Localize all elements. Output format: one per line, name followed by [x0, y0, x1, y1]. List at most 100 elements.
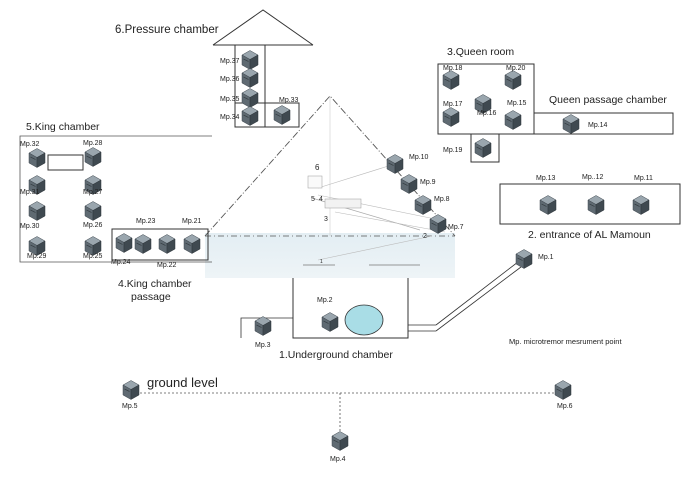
mp34-point[interactable]: Mp.34: [220, 106, 259, 126]
mp37-point[interactable]: Mp.37: [220, 50, 259, 70]
mp32-label: Mp.32: [20, 141, 40, 148]
mp23-point[interactable]: Mp.23: [134, 218, 156, 254]
mp35-point[interactable]: Mp.35: [220, 88, 259, 108]
mp26-label: Mp.26: [83, 222, 103, 229]
mp26-point[interactable]: Mp.26: [83, 201, 103, 230]
underground-box: [292, 278, 409, 339]
mp27-sensor-right: [92, 179, 102, 195]
mp27-sensor-icon: [84, 175, 102, 195]
mp5-sensor-icon: [122, 380, 140, 400]
mp22-point[interactable]: Mp.22: [157, 234, 177, 270]
mp11-sensor-icon: [632, 195, 650, 215]
mp26-sensor-icon: [84, 201, 102, 221]
mp12-point[interactable]: Mp..12: [582, 174, 605, 215]
mp24-point[interactable]: Mp.24: [111, 233, 133, 267]
mp26-sensor-vent: [86, 209, 92, 213]
ground-level: ground level: [132, 375, 561, 433]
mp4-label: Mp.4: [330, 456, 346, 463]
mp22-label: Mp.22: [157, 262, 177, 269]
mp1-point[interactable]: Mp.1: [515, 249, 554, 269]
mp21-point[interactable]: Mp.21: [182, 218, 202, 254]
mp33-point[interactable]: Mp.33: [273, 97, 299, 125]
mp9-point[interactable]: Mp.9: [400, 174, 436, 194]
mp5-point[interactable]: Mp.5: [122, 380, 140, 411]
mp15-point[interactable]: Mp.15: [504, 100, 527, 130]
mp18-label: Mp.18: [443, 65, 463, 72]
mp25-point[interactable]: Mp.25: [83, 236, 103, 261]
mp11-sensor-right: [640, 199, 650, 215]
mp1-sensor-icon: [515, 249, 533, 269]
mp4-point[interactable]: Mp.4: [330, 431, 349, 464]
mp14-sensor-icon: [562, 114, 580, 134]
mp6-sensor-right: [562, 384, 572, 400]
mp2-sensor-icon: [321, 312, 339, 332]
king-chamber-title: 5.King chamber: [26, 121, 100, 133]
mp23-label: Mp.23: [136, 218, 156, 225]
mp36-label: Mp.36: [220, 76, 240, 83]
mp20-point[interactable]: Mp.20: [504, 65, 526, 90]
queen-passage-title: Queen passage chamber: [549, 94, 667, 106]
mp31-point[interactable]: Mp.31: [20, 175, 46, 197]
mp7-point[interactable]: Mp.7: [429, 214, 464, 234]
mp13-sensor-vent: [541, 203, 547, 207]
mp2-label: Mp.2: [317, 297, 333, 304]
mp13-point[interactable]: Mp.13: [536, 175, 557, 215]
queen-room: 3.Queen room Queen passage chamber: [437, 46, 674, 163]
mp21-sensor-right: [191, 238, 201, 254]
mp15-sensor-right: [512, 114, 522, 130]
mp34-label: Mp.34: [220, 114, 240, 121]
mp14-point[interactable]: Mp.14: [562, 114, 608, 134]
mp10-label: Mp.10: [409, 154, 429, 161]
mp24-sensor-vent: [117, 241, 123, 245]
mp19-sensor-right: [482, 142, 492, 158]
mp19-sensor-icon: [474, 138, 492, 158]
mp3-sensor-right: [262, 320, 272, 336]
mp20-label: Mp.20: [506, 65, 526, 72]
mp16-sensor-icon: [474, 94, 492, 114]
mp7-sensor-right: [437, 218, 447, 234]
mp16-point[interactable]: Mp.16: [474, 94, 497, 118]
mp2-point[interactable]: Mp.2: [317, 297, 339, 332]
mp1-conn-d: [435, 266, 522, 332]
mp27-point[interactable]: Mp.27: [83, 175, 103, 197]
mp17-sensor-vent: [444, 115, 450, 119]
mp3-point[interactable]: Mp.3: [254, 316, 272, 350]
bedrock-band: [205, 233, 455, 278]
mp32-point[interactable]: Mp.32: [20, 141, 46, 168]
underground-title: 1.Underground chamber: [279, 349, 393, 361]
mp30-sensor-right: [36, 205, 46, 221]
mp32-sensor-icon: [28, 148, 46, 168]
mp11-point[interactable]: Mp.11: [632, 175, 653, 215]
pressure-stack: [234, 44, 266, 128]
mp3-connector: [240, 317, 293, 338]
mp36-sensor-icon: [241, 68, 259, 88]
mp5-sensor-right: [130, 384, 140, 400]
mp31-label: Mp.31: [20, 189, 40, 196]
mp9-sensor-icon: [400, 174, 418, 194]
pyr-num-2: 2: [423, 233, 427, 240]
mp21-label: Mp.21: [182, 218, 202, 225]
mp12-sensor-icon: [587, 195, 605, 215]
mp3-label: Mp.3: [255, 342, 271, 349]
mp18-point[interactable]: Mp.18: [442, 65, 463, 90]
mp6-point[interactable]: Mp.6: [554, 380, 573, 411]
mp1-sensor-right: [523, 253, 533, 269]
mp19-point[interactable]: Mp.19: [443, 138, 492, 158]
pyr-num-4: 4: [319, 196, 323, 203]
mp19-label: Mp.19: [443, 147, 463, 154]
mp7-label: Mp.7: [448, 224, 464, 231]
mp17-point[interactable]: Mp.17: [442, 101, 463, 127]
mp8-point[interactable]: Mp.8: [414, 195, 450, 215]
mp6-label: Mp.6: [557, 403, 573, 410]
mp33-sensor-vent: [275, 113, 281, 117]
mp29-point[interactable]: Mp.29: [27, 236, 47, 261]
mp28-sensor-icon: [84, 147, 102, 167]
mp36-point[interactable]: Mp.36: [220, 68, 259, 88]
mp8-sensor-vent: [416, 203, 422, 207]
mp10-point[interactable]: Mp.10: [386, 154, 429, 174]
mp9-sensor-right: [408, 178, 418, 194]
mp30-point[interactable]: Mp.30: [20, 201, 46, 231]
mp28-point[interactable]: Mp.28: [83, 140, 103, 167]
mp22-sensor-right: [166, 238, 176, 254]
mp9-label: Mp.9: [420, 179, 436, 186]
